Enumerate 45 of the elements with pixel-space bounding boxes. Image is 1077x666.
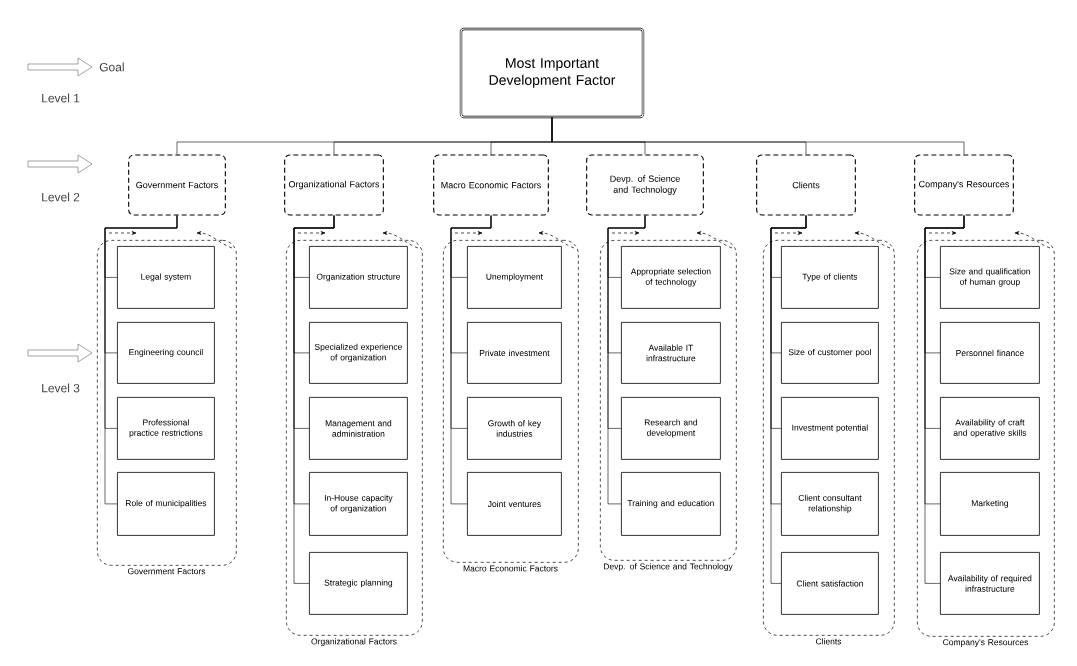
connector-line — [293, 215, 335, 584]
factor-box: Client satisfaction — [781, 552, 879, 615]
factor-box: Client consultant relationship — [781, 472, 879, 536]
factor-box: Size of customer pool — [781, 322, 879, 384]
connector-line — [770, 215, 807, 584]
factor-box: Government Factors — [128, 154, 226, 216]
level-label: Level 3 — [42, 383, 80, 393]
factor-box: Specialized experience of organization — [309, 322, 408, 384]
level-label: Level 2 — [42, 192, 80, 202]
factor-box: Private investment — [467, 322, 562, 384]
factor-box: Availability of required infrastructure — [940, 552, 1040, 615]
factor-box: Available IT infrastructure — [621, 322, 721, 384]
connector-line — [607, 215, 646, 505]
level-label: Goal — [99, 62, 124, 72]
factor-box: Company's Resources — [914, 154, 1014, 216]
factor-box: Clients — [756, 154, 856, 216]
factor-box: In-House capacity of organization — [309, 472, 408, 536]
factor-box: Size and qualification of human group — [940, 246, 1040, 309]
factor-box: Strategic planning — [309, 552, 408, 615]
goal-box: Most Important Development Factor — [459, 27, 645, 119]
factor-box: Organizational Factors — [284, 154, 384, 216]
factor-box: Personnel finance — [940, 322, 1040, 384]
factor-box: Investment potential — [781, 397, 879, 460]
level-label: Level 1 — [42, 93, 80, 103]
factor-box: Devp. of Science and Technology — [586, 154, 704, 216]
factor-box: Appropriate selection of technology — [621, 246, 721, 309]
factor-box: Role of municipalities — [117, 472, 215, 536]
connector-line — [450, 215, 492, 505]
factor-box: Unemployment — [467, 246, 562, 309]
factor-box: Joint ventures — [467, 472, 562, 536]
factor-box: Training and education — [621, 472, 721, 536]
factor-box: Growth of key industries — [467, 397, 562, 460]
connector-line — [104, 215, 178, 505]
factor-box: Engineering council — [117, 322, 215, 384]
factor-box: Research and development — [621, 397, 721, 460]
factor-box: Availability of craft and operative skills — [940, 397, 1040, 460]
factor-box: Marketing — [940, 472, 1040, 536]
factor-box: Type of clients — [781, 246, 879, 309]
connector-line — [551, 117, 965, 155]
factor-box: Management and administration — [309, 397, 408, 460]
factor-box: Legal system — [117, 246, 215, 309]
factor-box: Professional practice restrictions — [117, 397, 215, 460]
connector-line — [924, 215, 965, 584]
factor-box: Organization structure — [309, 246, 408, 309]
factor-box: Macro Economic Factors — [433, 154, 549, 216]
